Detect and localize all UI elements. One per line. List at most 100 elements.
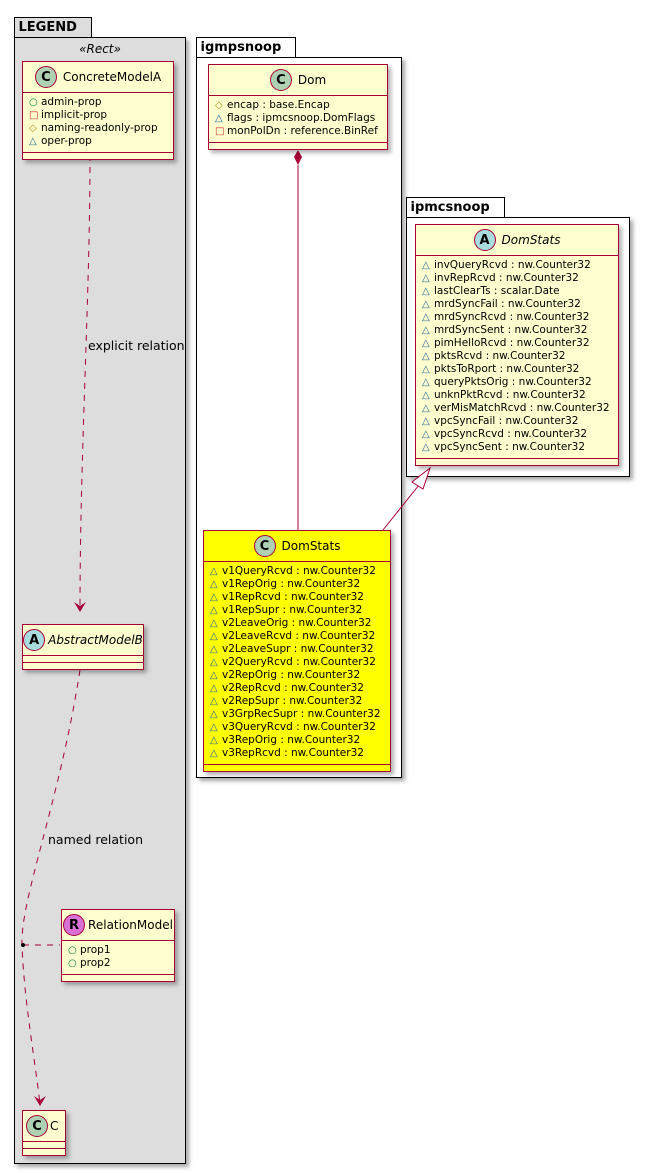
attribute-text: v3GrpRecSupr : nw.Counter32 xyxy=(222,708,381,720)
package-visibility-icon: △ xyxy=(210,683,218,694)
class-c-icon: C xyxy=(34,66,57,88)
package-visibility-icon: △ xyxy=(422,273,430,284)
package-visibility-icon: △ xyxy=(210,592,218,603)
class-concrete-model-a[interactable]: C ConcreteModelA ○admin-prop □implicit-p… xyxy=(22,61,174,160)
attribute-row: △ v2QueryRcvd : nw.Counter32 xyxy=(210,656,384,669)
attribute-text: queryPktsOrig : nw.Counter32 xyxy=(434,376,592,388)
attribute-row: △vpcSyncSent : nw.Counter32 xyxy=(422,441,612,454)
class-header: R RelationModel xyxy=(62,910,174,940)
package-visibility-icon: △ xyxy=(422,442,430,453)
class-name: DomStats xyxy=(281,539,341,553)
package-visibility-icon: △ xyxy=(210,644,218,655)
class-abstract-model-b[interactable]: A AbstractModelB xyxy=(22,624,144,670)
attribute-text: verMisMatchRcvd : nw.Counter32 xyxy=(434,402,610,414)
attribute-text: mrdSyncFail : nw.Counter32 xyxy=(434,298,581,310)
explicit-relation-line xyxy=(79,154,91,611)
attribute-text: oper-prop xyxy=(41,135,92,147)
private-visibility-icon: □ xyxy=(215,126,225,137)
class-c-icon: C xyxy=(269,69,292,91)
package-visibility-icon: △ xyxy=(422,260,430,271)
ipmcsnoop-package-name: ipmcsnoop xyxy=(410,200,490,215)
package-visibility-icon: △ xyxy=(422,351,430,362)
class-header: C ConcreteModelA xyxy=(23,62,173,92)
package-visibility-icon: △ xyxy=(422,429,430,440)
attribute-text: prop1 xyxy=(80,944,111,956)
attribute-row: △v1RepOrig : nw.Counter32 xyxy=(210,578,384,591)
class-dom[interactable]: C Dom ◇encap : base.Encap △flags : ipmcs… xyxy=(208,64,388,150)
method-compartment xyxy=(23,1148,65,1155)
attribute-list: ◇encap : base.Encap △flags : ipmcsnoop.D… xyxy=(209,95,387,142)
package-visibility-icon: △ xyxy=(210,605,218,616)
attribute-row: □monPolDn : reference.BinRef xyxy=(215,125,381,138)
attribute-row: △v3RepOrig : nw.Counter32 xyxy=(210,734,384,747)
attribute-row: ○prop1 xyxy=(68,944,168,957)
attribute-row: △ vpcSyncRcvd : nw.Counter32 xyxy=(422,428,612,441)
named-relation-line xyxy=(21,669,81,1105)
explicit-relation-label: explicit relation xyxy=(88,338,185,353)
explicit-relation-arrowhead xyxy=(74,602,86,612)
attribute-list: △ invQueryRcvd : nw.Counter32△invRepRcvd … xyxy=(416,255,618,458)
attribute-text: admin-prop xyxy=(41,96,102,108)
inheritance-line xyxy=(382,479,424,531)
package-visibility-icon: △ xyxy=(210,748,218,759)
class-igmpsnoop-domstats[interactable]: C DomStats △v1QueryRcvd : nw.Counter32△v… xyxy=(203,530,391,772)
class-ipmcsnoop-domstats[interactable]: A DomStats △invQueryRcvd : nw.Counter32△… xyxy=(415,224,619,466)
protected-visibility-icon: ◇ xyxy=(215,100,223,111)
method-compartment xyxy=(416,458,618,465)
igmpsnoop-package-name: igmpsnoop xyxy=(200,40,282,55)
attribute-text: v2QueryRcvd : nw.Counter32 xyxy=(222,656,376,668)
attribute-row: △ queryPktsOrig : nw.Counter32 xyxy=(422,376,612,389)
attribute-list: △v1QueryRcvd : nw.Counter32△v1RepOrig : … xyxy=(204,561,390,764)
attribute-text: lastClearTs : scalar.Date xyxy=(434,285,560,297)
attribute-text: vpcSyncRcvd : nw.Counter32 xyxy=(434,428,588,440)
package-visibility-icon: △ xyxy=(422,377,430,388)
package-visibility-icon: △ xyxy=(422,416,430,427)
attribute-text: mrdSyncRcvd : nw.Counter32 xyxy=(434,311,590,323)
attribute-text: v2RepRcvd : nw.Counter32 xyxy=(222,682,364,694)
attribute-text: unknPktRcvd : nw.Counter32 xyxy=(434,389,586,401)
class-c-icon: C xyxy=(253,535,276,557)
package-visibility-icon: △ xyxy=(210,657,218,668)
attribute-text: v1RepOrig : nw.Counter32 xyxy=(222,578,361,590)
abstract-a-icon: A xyxy=(23,629,46,651)
attribute-text: naming-readonly-prop xyxy=(41,122,158,134)
class-relation-model[interactable]: R RelationModel ○prop1 ○prop2 xyxy=(61,909,175,982)
attribute-row: △pktsToRport : nw.Counter32 xyxy=(422,363,612,376)
attribute-row: △ vpcSyncFail : nw.Counter32 xyxy=(422,415,612,428)
class-name: ConcreteModelA xyxy=(62,70,162,84)
composition-diamond-icon xyxy=(294,150,302,165)
attribute-list: ○admin-prop □implicit-prop ◇naming-reado… xyxy=(23,92,173,152)
class-header: A DomStats xyxy=(416,225,618,255)
class-name: DomStats xyxy=(501,233,561,247)
attribute-text: vpcSyncFail : nw.Counter32 xyxy=(434,415,579,427)
attribute-row: ◇naming-readonly-prop xyxy=(29,122,167,135)
attribute-text: v1RepSupr : nw.Counter32 xyxy=(222,604,363,616)
attribute-row: ◇encap : base.Encap xyxy=(215,99,381,112)
attribute-row: △ lastClearTs : scalar.Date xyxy=(422,285,612,298)
legend-package-tab: LEGEND xyxy=(13,17,92,37)
package-visibility-icon: △ xyxy=(422,364,430,375)
attribute-row: △ v1RepSupr : nw.Counter32 xyxy=(210,604,384,617)
attribute-row: △ v1RepRcvd : nw.Counter32 xyxy=(210,591,384,604)
attribute-text: v3RepOrig : nw.Counter32 xyxy=(222,734,361,746)
class-c[interactable]: C C xyxy=(22,1110,66,1156)
attribute-row: △ v2RepRcvd : nw.Counter32 xyxy=(210,682,384,695)
package-visibility-icon: △ xyxy=(29,136,37,147)
package-visibility-icon: △ xyxy=(215,113,223,124)
relation-junction-dot xyxy=(21,943,25,947)
class-name: Dom xyxy=(297,73,327,87)
package-visibility-icon: △ xyxy=(422,325,430,336)
attribute-text: v1RepRcvd : nw.Counter32 xyxy=(222,591,364,603)
attribute-text: v1QueryRcvd : nw.Counter32 xyxy=(222,565,376,577)
class-name: AbstractModelB xyxy=(48,633,143,647)
attribute-row: △invRepRcvd : nw.Counter32 xyxy=(422,272,612,285)
package-visibility-icon: △ xyxy=(422,286,430,297)
attribute-text: invQueryRcvd : nw.Counter32 xyxy=(434,259,591,271)
package-visibility-icon: △ xyxy=(422,312,430,323)
package-visibility-icon: △ xyxy=(210,696,218,707)
attribute-text: v2LeaveSupr : nw.Counter32 xyxy=(222,643,374,655)
package-visibility-icon: △ xyxy=(422,338,430,349)
ipmcsnoop-package-tab: ipmcsnoop xyxy=(405,197,505,217)
method-compartment xyxy=(62,974,174,981)
attribute-text: v2RepOrig : nw.Counter32 xyxy=(222,669,361,681)
